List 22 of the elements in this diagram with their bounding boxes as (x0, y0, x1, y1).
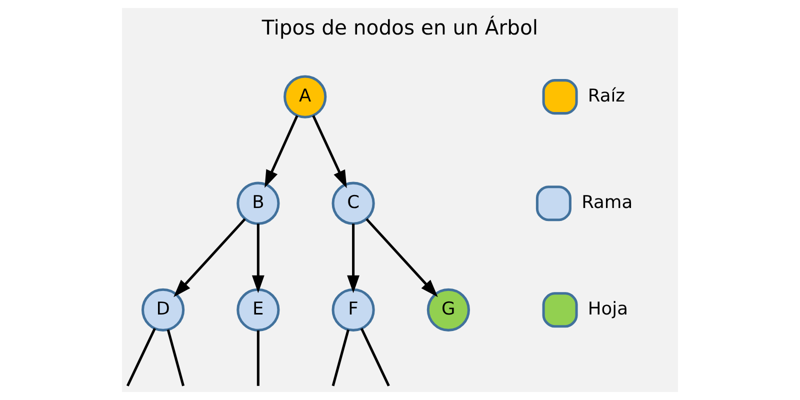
connector (360, 328, 390, 386)
arrow (366, 218, 438, 298)
connector (166, 329, 185, 386)
diagram-title: Tipos de nodos en un Árbol (262, 15, 538, 40)
arrow (347, 224, 360, 294)
arrow (312, 115, 347, 188)
legend-label: Hoja (588, 300, 628, 320)
connector (126, 328, 156, 386)
connector (332, 329, 350, 386)
arrow (174, 218, 246, 298)
legend-label: Raíz (588, 86, 626, 106)
arrow (264, 115, 298, 188)
legend-label: Rama (582, 193, 633, 214)
connector (256, 330, 260, 386)
node-circle: F (332, 288, 375, 332)
node-circle: C (332, 182, 375, 225)
node-circle: A (284, 75, 327, 118)
node-circle: B (236, 182, 280, 225)
node-circle: G (426, 288, 470, 332)
node-circle: D (141, 288, 185, 332)
arrow (252, 224, 264, 294)
node-circle: E (236, 288, 280, 332)
